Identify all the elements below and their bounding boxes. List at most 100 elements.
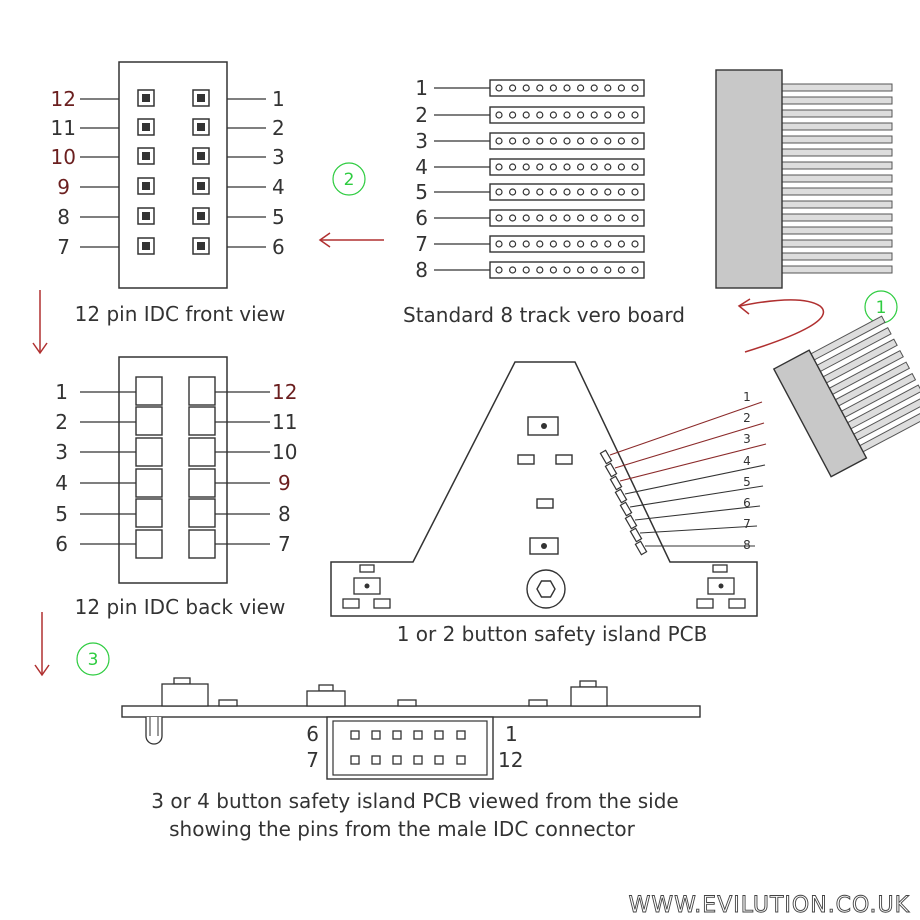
vero-track-label: 8 <box>415 258 428 282</box>
vero-hole <box>617 111 626 119</box>
vero-hole <box>536 84 544 92</box>
vero-track-label: 6 <box>415 206 428 230</box>
vero-hole <box>617 163 626 171</box>
vero-hole <box>604 214 612 222</box>
pcb-wire-label: 5 <box>743 475 751 489</box>
vero-hole <box>549 214 558 222</box>
svg-text:3: 3 <box>88 650 99 670</box>
vero-hole <box>508 137 517 145</box>
front-pin-label: 7 <box>57 235 70 259</box>
vero-hole <box>508 266 517 274</box>
vero-hole <box>563 188 571 196</box>
pcb-wire-label: 4 <box>743 454 751 468</box>
vero-hole <box>495 163 503 171</box>
step-2-marker: 2 <box>332 162 366 196</box>
vero-hole <box>563 84 571 92</box>
front-pin-label: 8 <box>57 205 70 229</box>
vero-hole <box>549 111 558 119</box>
vero-hole <box>617 266 626 274</box>
pcb-front-caption: 1 or 2 button safety island PCB <box>397 622 708 646</box>
vero-hole <box>590 84 598 92</box>
vero-hole <box>631 111 639 119</box>
vero-hole <box>495 137 503 145</box>
vero-hole <box>508 240 517 248</box>
front-pin-label: 11 <box>51 116 76 140</box>
vero-hole <box>590 188 598 196</box>
front-pin-label: 4 <box>272 175 285 199</box>
back-pin-label: 4 <box>55 471 68 495</box>
vero-hole <box>631 84 639 92</box>
vero-hole <box>549 163 558 171</box>
vero-hole <box>549 266 558 274</box>
led-icon <box>145 717 163 745</box>
vero-hole <box>508 188 517 196</box>
vero-hole <box>590 240 598 248</box>
pcb-wire-label: 3 <box>743 432 751 446</box>
back-pin-label: 9 <box>278 471 291 495</box>
vero-hole <box>576 163 585 171</box>
vero-track-label: 1 <box>415 76 428 100</box>
vero-hole <box>536 137 544 145</box>
vero-hole <box>508 111 517 119</box>
vero-hole <box>617 137 626 145</box>
vero-board-caption: Standard 8 track vero board <box>403 303 685 327</box>
vero-hole <box>563 137 571 145</box>
vero-hole <box>536 266 544 274</box>
vero-hole <box>604 240 612 248</box>
arrow-down-icon <box>32 290 48 355</box>
pcb-front: 1 2 3 4 5 6 7 8 1 or 2 button safety isl… <box>330 361 767 646</box>
vero-hole <box>536 240 544 248</box>
back-view-caption: 12 pin IDC back view <box>75 595 286 619</box>
vero-hole <box>549 84 558 92</box>
vero-hole <box>495 111 503 119</box>
arrow-curved-icon <box>737 298 825 353</box>
vero-hole <box>576 240 585 248</box>
back-pin-label: 5 <box>55 502 68 526</box>
vero-hole <box>522 266 530 274</box>
tilted-ribbon-connector <box>772 315 920 478</box>
vero-hole <box>617 240 626 248</box>
vero-hole <box>536 111 544 119</box>
front-pin-label: 9 <box>57 175 70 199</box>
back-pin-label: 6 <box>55 532 68 556</box>
front-pin-label: 5 <box>272 205 285 229</box>
vero-hole <box>604 84 612 92</box>
vero-hole <box>522 84 530 92</box>
vero-hole <box>576 111 585 119</box>
vero-hole <box>522 163 530 171</box>
back-pin-label: 3 <box>55 440 68 464</box>
vero-hole <box>549 188 558 196</box>
vero-hole <box>508 163 517 171</box>
back-pin-label: 11 <box>272 410 297 434</box>
vero-hole <box>576 214 585 222</box>
vero-hole <box>563 266 571 274</box>
vero-track-label: 5 <box>415 180 428 204</box>
pcb-wire-label: 8 <box>743 538 751 552</box>
pcb-wire-label: 7 <box>743 517 751 531</box>
vero-hole <box>631 214 639 222</box>
vero-hole <box>590 266 598 274</box>
vero-hole <box>508 84 517 92</box>
front-view-caption: 12 pin IDC front view <box>75 302 286 326</box>
front-pin-label: 6 <box>272 235 285 259</box>
mounting-hole-icon <box>526 569 566 609</box>
pcb-side-view: 6 7 1 12 3 or 4 button safety island PCB… <box>121 677 701 841</box>
vero-hole <box>522 137 530 145</box>
vero-hole <box>536 163 544 171</box>
vero-hole <box>631 163 639 171</box>
vero-track-label: 4 <box>415 155 428 179</box>
idc-back-view: 1 2 3 4 5 6 12 11 10 9 8 7 12 pin IDC ba… <box>55 356 297 619</box>
vero-hole <box>590 163 598 171</box>
front-pin-label: 1 <box>272 87 285 111</box>
side-pin-label: 7 <box>306 748 319 772</box>
vero-hole <box>522 240 530 248</box>
back-pin-label: 12 <box>272 380 297 404</box>
arrow-left-icon <box>318 232 384 248</box>
front-pin-label: 12 <box>51 87 76 111</box>
vero-hole <box>631 137 639 145</box>
vero-hole <box>563 163 571 171</box>
pcb-wire-label: 1 <box>743 390 751 404</box>
vero-hole <box>604 111 612 119</box>
vero-hole <box>522 111 530 119</box>
